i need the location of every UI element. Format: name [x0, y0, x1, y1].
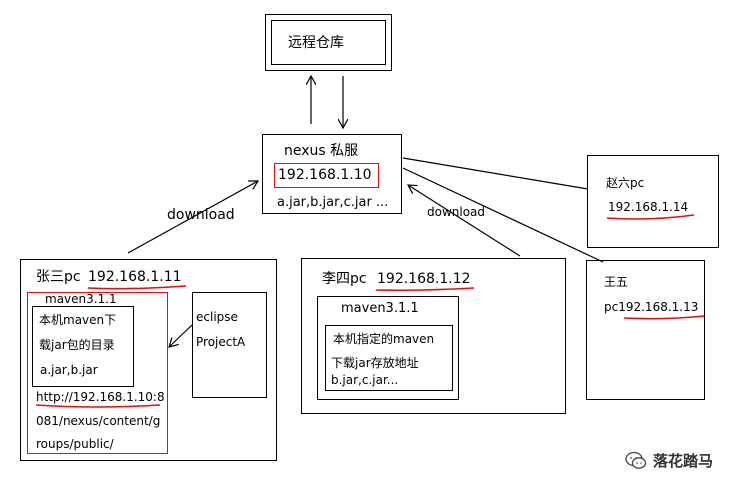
nexus-ip: 192.168.1.10: [278, 167, 372, 183]
underline-lisi-ip: [375, 287, 475, 292]
wangwu-pc-box: [586, 260, 705, 400]
underline-url: [35, 404, 161, 408]
underline-zhaoliu-ip: [606, 214, 695, 220]
lisi-local-line2: 下载jar存放地址: [331, 356, 419, 370]
remote-repo-outer: [265, 14, 392, 71]
lisi-pc-box: [301, 258, 566, 414]
zhangsan-maven-highlight: [27, 292, 168, 454]
lisi-maven-box: [317, 296, 459, 400]
arrow-eclipse-to-maven: [169, 324, 193, 347]
eclipse-box: [192, 292, 267, 398]
eclipse-line2: ProjectA: [196, 335, 246, 349]
lisi-maven-version: maven3.1.1: [341, 301, 419, 316]
zhangsan-local-line3: a.jar,b.jar: [40, 363, 98, 377]
wechat-icon: [625, 451, 647, 469]
zhangsan-pc-name: 张三pc: [36, 269, 81, 285]
nexus-box: [262, 134, 402, 214]
remote-repo-inner: [271, 20, 386, 65]
lisi-pc-ip: 192.168.1.12: [377, 271, 471, 287]
zhangsan-local-line1: 本机maven下: [39, 313, 117, 327]
nexus-ip-highlight: [274, 163, 379, 188]
zhangsan-url-line3: roups/public/: [36, 437, 114, 451]
zhaoliu-pc-box: [587, 155, 719, 248]
eclipse-line1: eclipse: [196, 310, 238, 324]
underline-wangwu-ip: [623, 315, 705, 320]
remote-repo-label: 远程仓库: [288, 35, 344, 51]
line-nexus-wangwu: [402, 167, 604, 263]
lisi-local-line1: 本机指定的maven: [333, 332, 435, 346]
zhangsan-pc-ip: 192.168.1.11: [88, 269, 182, 285]
zhangsan-url-line2: 081/nexus/content/g: [36, 414, 161, 428]
zhangsan-url-line1: http://192.168.1.10:8: [36, 390, 165, 404]
wangwu-pc-name: 王五: [604, 275, 629, 289]
wangwu-pc-ip: pc192.168.1.13: [604, 300, 699, 314]
nexus-title: nexus 私服: [284, 143, 359, 159]
zhangsan-pc-box: [20, 259, 277, 461]
zhangsan-local-repo-box: [32, 306, 134, 387]
zhaoliu-pc-ip: 192.168.1.14: [608, 200, 689, 214]
arrow-lisi-download: [408, 185, 521, 257]
lisi-local-repo-box: [325, 325, 453, 391]
zhangsan-maven-version: maven3.1.1: [45, 292, 117, 306]
line-nexus-zhaoliu: [402, 157, 589, 190]
zhangsan-local-line2: 载jar包的目录: [39, 338, 115, 352]
download-label-right: download: [427, 205, 486, 219]
lisi-local-line3: b.jar,c.jar...: [331, 373, 399, 387]
watermark-text: 落花踏马: [653, 452, 714, 470]
arrow-zhangsan-download: [127, 181, 258, 254]
watermark: 落花踏马: [625, 450, 713, 471]
download-label-left: download: [167, 207, 235, 223]
underline-zhangsan-ip: [87, 285, 187, 290]
nexus-jars: a.jar,b.jar,c.jar ...: [277, 195, 389, 210]
lisi-pc-name: 李四pc: [322, 271, 367, 287]
zhaoliu-pc-name: 赵六pc: [606, 176, 645, 190]
